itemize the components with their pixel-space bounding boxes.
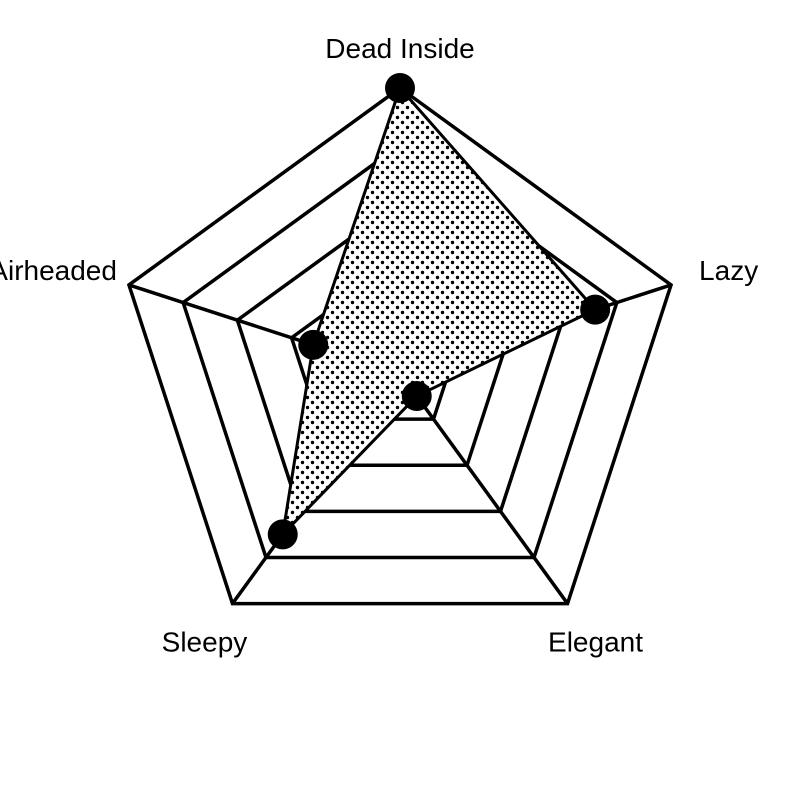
axis-label-1: Lazy xyxy=(699,255,758,286)
axis-label-4: Airheaded xyxy=(0,255,117,286)
grid-ring-5 xyxy=(126,85,674,606)
grid-spoke-2 xyxy=(398,371,569,605)
axis-label-2: Elegant xyxy=(548,627,643,658)
grid-ring-4 xyxy=(181,142,619,560)
axis-label-3: Sleepy xyxy=(162,627,248,658)
radar-series-points xyxy=(267,73,611,550)
data-point-3 xyxy=(267,519,298,550)
series-area-0 xyxy=(280,85,598,539)
data-point-4 xyxy=(298,329,329,360)
radar-series-area xyxy=(280,85,598,539)
data-point-0 xyxy=(385,73,415,103)
axis-label-0: Dead Inside xyxy=(325,33,474,64)
data-point-1 xyxy=(580,294,611,325)
data-point-2 xyxy=(401,381,432,412)
